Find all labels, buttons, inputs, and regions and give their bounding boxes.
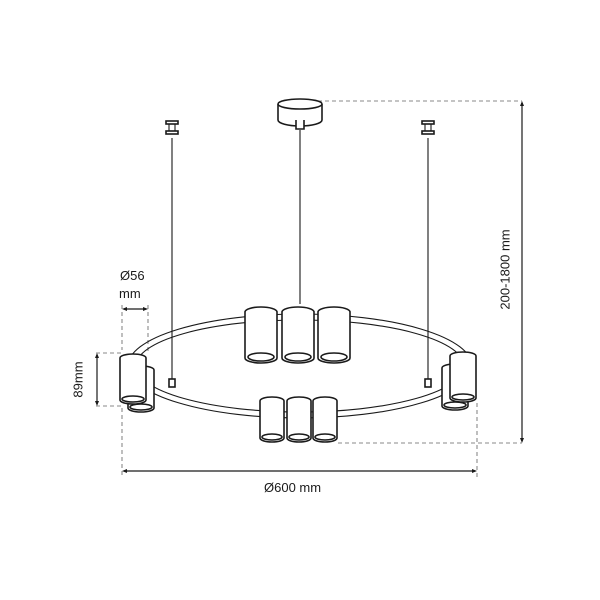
connector-right <box>424 378 432 388</box>
shade-group-right <box>441 351 477 411</box>
ring-diameter-label: Ø600 mm <box>264 480 322 495</box>
total-height-label: 200-1800 mm <box>497 229 513 310</box>
suspension-wires <box>171 130 429 380</box>
dimension-guides <box>96 100 522 478</box>
connector-left <box>168 378 176 388</box>
shade-group-left <box>119 353 155 413</box>
shade-group-back <box>244 306 351 364</box>
shade-group-front <box>259 396 338 443</box>
ceiling-hook-left-icon <box>165 120 179 135</box>
shade-height-label: 89mm <box>70 361 86 398</box>
ceiling-canopy <box>277 98 323 130</box>
shade-diameter-unit-label: mm <box>119 286 141 301</box>
ceiling-hook-right-icon <box>421 120 435 135</box>
dimension-arrows <box>95 101 524 473</box>
shade-diameter-label: Ø56 <box>120 268 145 283</box>
